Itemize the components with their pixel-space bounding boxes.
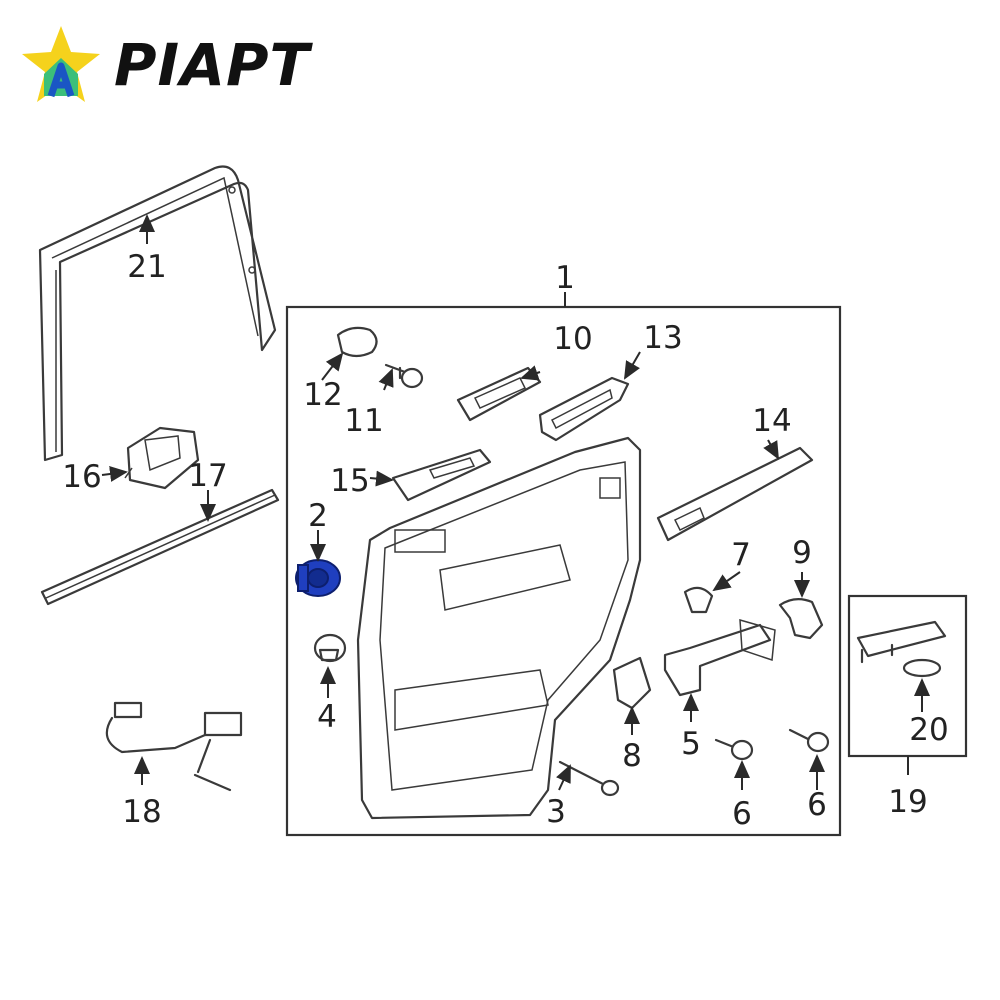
callout-7: 7: [731, 537, 751, 573]
trim-clip: [313, 633, 347, 663]
callout-18: 18: [122, 794, 161, 830]
door-trim-panel: [356, 436, 642, 820]
callout-3: 3: [546, 794, 566, 830]
callout-10: 10: [553, 321, 592, 357]
belt-molding: [40, 488, 280, 606]
callout-17: 17: [188, 458, 227, 494]
callout-6b: 6: [807, 787, 827, 823]
inside-handle: [456, 366, 542, 422]
outer-handle: [856, 620, 947, 664]
window-switch: [124, 426, 200, 490]
callout-20: 20: [909, 712, 948, 748]
callout-21: 21: [127, 249, 166, 285]
highlighted-clip-part: [295, 559, 341, 597]
callout-8: 8: [622, 738, 642, 774]
trim-strip: [656, 446, 814, 542]
screw-part: [384, 363, 424, 389]
callout-12: 12: [303, 377, 342, 413]
callout-9: 9: [792, 535, 812, 571]
gasket: [902, 658, 942, 678]
switch-bezel: [391, 448, 492, 502]
wiring-harness: [105, 701, 243, 792]
pull-handle-bracket: [663, 618, 776, 697]
cap-part: [336, 326, 378, 358]
screw-part-6a: [714, 738, 754, 761]
callout-15: 15: [330, 463, 369, 499]
screw-part-6b: [788, 728, 830, 753]
callout-13: 13: [643, 320, 682, 356]
handle-bezel: [538, 376, 630, 442]
cover-part: [612, 656, 652, 710]
door-trim-group-box: [285, 305, 842, 837]
callout-4: 4: [317, 699, 337, 735]
callout-14: 14: [752, 403, 791, 439]
window-frame-seal: [38, 165, 277, 462]
brand-logo-icon: [22, 26, 100, 102]
end-cap: [778, 598, 824, 640]
retainer-pin: [683, 586, 714, 614]
callout-6a: 6: [732, 796, 752, 832]
callout-1: 1: [555, 260, 575, 296]
callout-5: 5: [681, 726, 701, 762]
callout-16: 16: [62, 459, 101, 495]
callout-2: 2: [308, 498, 328, 534]
callout-11: 11: [344, 403, 383, 439]
brand-header: PIAPT: [18, 22, 310, 108]
callout-19: 19: [888, 784, 927, 820]
brand-name: PIAPT: [114, 31, 311, 99]
leader-arrows: [101, 214, 930, 791]
